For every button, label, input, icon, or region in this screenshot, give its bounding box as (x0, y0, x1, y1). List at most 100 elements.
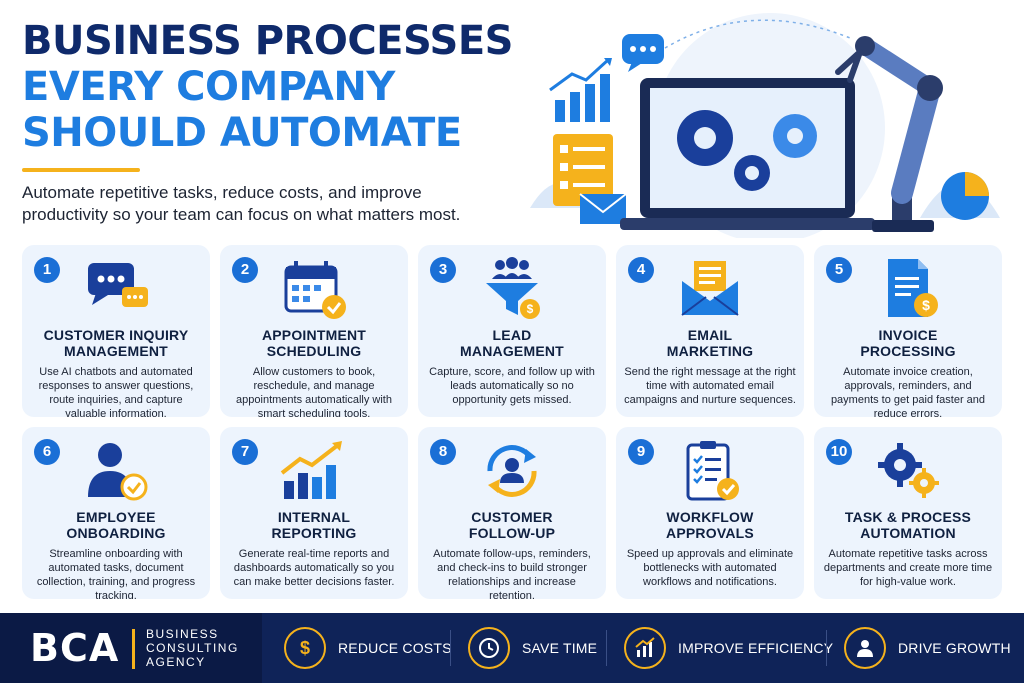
svg-text:$: $ (300, 638, 310, 658)
svg-text:$: $ (527, 302, 534, 316)
benefit-save-time: SAVE TIME (468, 613, 597, 683)
process-card-internal-reporting: 7 INTERNAL REPORTING Generate real-time … (220, 427, 408, 599)
title-underline (22, 168, 140, 172)
brand-divider (132, 629, 135, 669)
card-title-line-2: MARKETING (666, 343, 754, 359)
brand-logo: BCA (30, 626, 120, 670)
card-title: CUSTOMER INQUIRY MANAGEMENT (26, 327, 206, 359)
card-number: 8 (430, 439, 456, 465)
title-line-3: SHOULD AUTOMATE (22, 110, 462, 156)
process-card-customer-inquiry: 1 CUSTOMER INQUIRY MANAGEMENT Use AI cha… (22, 245, 210, 417)
card-number: 3 (430, 257, 456, 283)
process-cards-grid: 1 CUSTOMER INQUIRY MANAGEMENT Use AI cha… (22, 245, 1002, 600)
benefit-separator (826, 630, 827, 666)
process-card-appointment-scheduling: 2 APPOINTMENT SCHEDULING Allow customers… (220, 245, 408, 417)
bar-growth-icon (624, 627, 666, 669)
person-icon (844, 627, 886, 669)
card-title-line-1: LEAD (492, 327, 532, 343)
card-title-line-1: EMPLOYEE (76, 509, 156, 525)
card-number: 4 (628, 257, 654, 283)
clock-icon (468, 627, 510, 669)
card-description: Capture, score, and follow up with leads… (429, 366, 595, 406)
gears-icon (878, 443, 939, 498)
card-title-line-2: ONBOARDING (66, 525, 166, 541)
card-description: Streamline onboarding with automated tas… (36, 548, 196, 599)
benefit-label: IMPROVE EFFICIENCY (678, 640, 834, 656)
card-title-line-2: PROCESSING (860, 343, 956, 359)
process-card-customer-follow-up: 8 CUSTOMER FOLLOW-UP Automate follow-ups… (418, 427, 606, 599)
benefit-label: REDUCE COSTS (338, 640, 452, 656)
process-card-email-marketing: 4 EMAIL MARKETING Send the right message… (616, 245, 804, 417)
invoice-icon: $ (888, 259, 938, 317)
svg-text:$: $ (922, 297, 930, 313)
pie-chart-icon (941, 172, 989, 220)
benefit-drive-growth: DRIVE GROWTH (844, 613, 1011, 683)
title-line-1: BUSINESS PROCESSES (22, 18, 513, 64)
card-description: Automate invoice creation, approvals, re… (830, 366, 986, 417)
card-title-line-1: TASK & PROCESS (844, 509, 972, 525)
growth-bars-icon (549, 58, 612, 122)
process-card-lead-management: 3 $ LEAD MANAGEMENT Capture, score, and … (418, 245, 606, 417)
process-card-workflow-approvals: 9 WORKFLOW APPROVALS Speed up approvals … (616, 427, 804, 599)
title-line-2: EVERY COMPANY (22, 64, 395, 110)
card-number: 7 (232, 439, 258, 465)
benefit-separator (606, 630, 607, 666)
brand-name-line-2: CONSULTING (146, 641, 239, 655)
card-number: 2 (232, 257, 258, 283)
checklist-icon (553, 134, 613, 206)
card-description: Generate real-time reports and dashboard… (233, 548, 395, 588)
footer-bar: BCA BUSINESS CONSULTING AGENCY $ REDUCE … (0, 613, 1024, 683)
card-description: Use AI chatbots and automated responses … (38, 366, 194, 417)
automation-hero-illustration (530, 13, 1000, 238)
funnel-icon: $ (486, 257, 540, 319)
card-title-line-2: FOLLOW-UP (468, 525, 556, 541)
card-title-line-1: APPOINTMENT (261, 327, 367, 343)
dollar-icon: $ (284, 627, 326, 669)
card-number: 1 (34, 257, 60, 283)
card-title-line-2: MANAGEMENT (460, 343, 564, 359)
card-title: WORKFLOW APPROVALS (620, 509, 800, 541)
card-description: Send the right message at the right time… (624, 366, 796, 406)
card-description: Speed up approvals and eliminate bottlen… (626, 548, 794, 588)
process-card-invoice-processing: 5 $ INVOICE PROCESSING Automate invoice … (814, 245, 1002, 417)
envelope-icon (681, 261, 739, 316)
card-title-line-1: CUSTOMER (471, 509, 553, 525)
chat-bubble-icon (622, 34, 664, 72)
card-number: 10 (826, 439, 852, 465)
card-title-line-1: EMAIL (687, 327, 733, 343)
calendar-check-icon (284, 261, 346, 319)
user-check-icon (88, 443, 148, 501)
card-number: 6 (34, 439, 60, 465)
card-title: INVOICE PROCESSING (818, 327, 998, 359)
benefit-separator (450, 630, 451, 666)
card-title-line-2: APPROVALS (666, 525, 754, 541)
card-title: LEAD MANAGEMENT (422, 327, 602, 359)
card-description: Automate repetitive tasks across departm… (823, 548, 993, 588)
card-title: EMPLOYEE ONBOARDING (26, 509, 206, 541)
brand-block: BCA BUSINESS CONSULTING AGENCY (0, 613, 262, 683)
process-card-employee-onboarding: 6 EMPLOYEE ONBOARDING Streamline onboard… (22, 427, 210, 599)
card-title-line-2: REPORTING (271, 525, 357, 541)
card-title-line-1: WORKFLOW (666, 509, 754, 525)
screen-gears-icon (677, 110, 817, 191)
clipboard-check-icon (686, 441, 739, 501)
card-description: Automate follow-ups, reminders, and chec… (433, 548, 591, 599)
card-title: APPOINTMENT SCHEDULING (224, 327, 404, 359)
card-title: CUSTOMER FOLLOW-UP (422, 509, 602, 541)
card-title: INTERNAL REPORTING (224, 509, 404, 541)
robot-arm-icon (835, 36, 943, 232)
brand-name-line-1: BUSINESS (146, 627, 219, 641)
benefit-improve-efficiency: IMPROVE EFFICIENCY (624, 613, 833, 683)
benefit-label: DRIVE GROWTH (898, 640, 1011, 656)
brand-name-line-3: AGENCY (146, 655, 206, 669)
chat-bubbles-icon (88, 263, 148, 307)
card-title-line-1: INVOICE (878, 327, 938, 343)
growth-chart-icon (280, 441, 342, 499)
card-title: EMAIL MARKETING (620, 327, 800, 359)
benefit-reduce-costs: $ REDUCE COSTS (284, 613, 452, 683)
laptop-icon (620, 78, 875, 230)
card-number: 9 (628, 439, 654, 465)
refresh-user-icon (487, 445, 537, 497)
mail-icon (579, 193, 627, 224)
